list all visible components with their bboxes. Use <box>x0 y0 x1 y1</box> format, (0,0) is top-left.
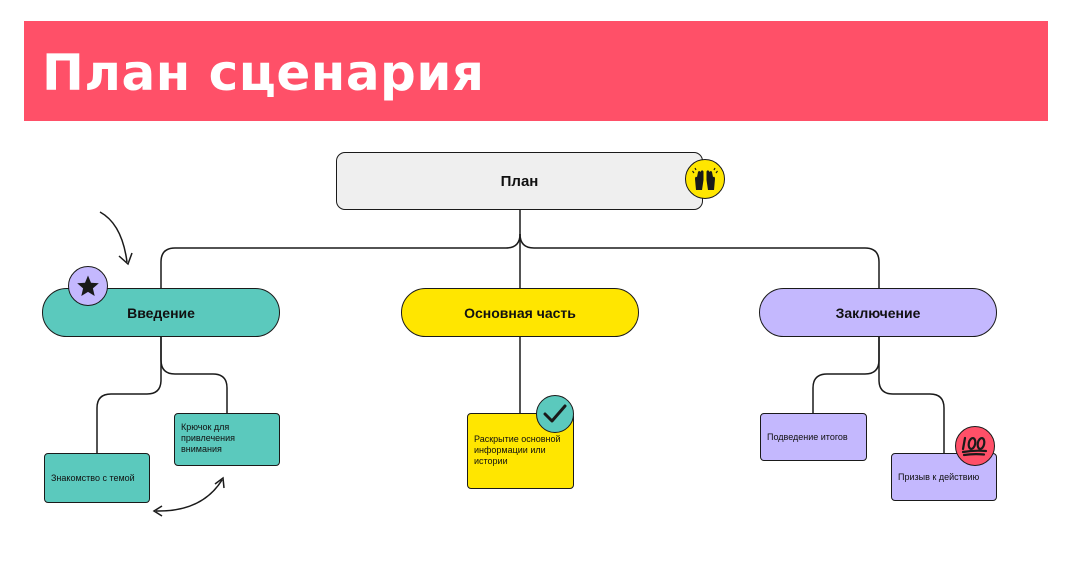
decorative-arrow-top <box>99 211 128 263</box>
hundred-points-icon <box>955 426 995 466</box>
connector-root-intro <box>160 233 521 288</box>
connector-intro-hook <box>160 337 228 413</box>
checkmark-icon-graphic <box>543 404 567 423</box>
card-intro-topic-text: Знакомство с темой <box>51 472 135 483</box>
root-node-plan: План <box>336 152 703 210</box>
section-node-conclusion: Заключение <box>759 288 997 337</box>
decorative-arrow-bottom <box>155 479 223 512</box>
star-icon <box>68 266 108 306</box>
raised-hands-icon <box>685 159 725 199</box>
connector-intro-topic <box>96 337 162 453</box>
card-intro-hook: Крючок для привлечения внимания <box>174 413 280 466</box>
checkmark-icon <box>536 395 574 433</box>
raised-hands-icon-graphic <box>692 167 718 190</box>
section-conclusion-label: Заключение <box>835 304 921 321</box>
page-title: План сценария <box>42 44 485 102</box>
star-icon-graphic <box>77 275 99 296</box>
connector-concl-cta <box>878 337 945 453</box>
connector-root-concl <box>519 233 880 288</box>
root-node-label: План <box>500 172 539 190</box>
card-conclusion-summary: Подведение итогов <box>760 413 867 461</box>
card-conclusion-cta-text: Призыв к действию <box>898 471 980 482</box>
decorative-arrow-top-head <box>118 252 133 266</box>
card-intro-hook-text: Крючок для привлечения внимания <box>181 422 236 454</box>
section-intro-label: Введение <box>127 304 195 321</box>
section-node-main: Основная часть <box>401 288 639 337</box>
connector-concl-summary <box>812 337 880 413</box>
decorative-arrow-bottom-head-left <box>152 505 163 517</box>
hundred-points-icon-graphic <box>961 436 988 457</box>
card-intro-topic: Знакомство с темой <box>44 453 150 503</box>
decorative-arrow-bottom-head-right <box>214 476 225 489</box>
title-banner: План сценария <box>24 21 1048 121</box>
card-conclusion-summary-text: Подведение итогов <box>767 431 848 442</box>
section-main-label: Основная часть <box>464 304 576 321</box>
card-main-info-text: Раскрытие основной информации или истори… <box>474 434 561 466</box>
